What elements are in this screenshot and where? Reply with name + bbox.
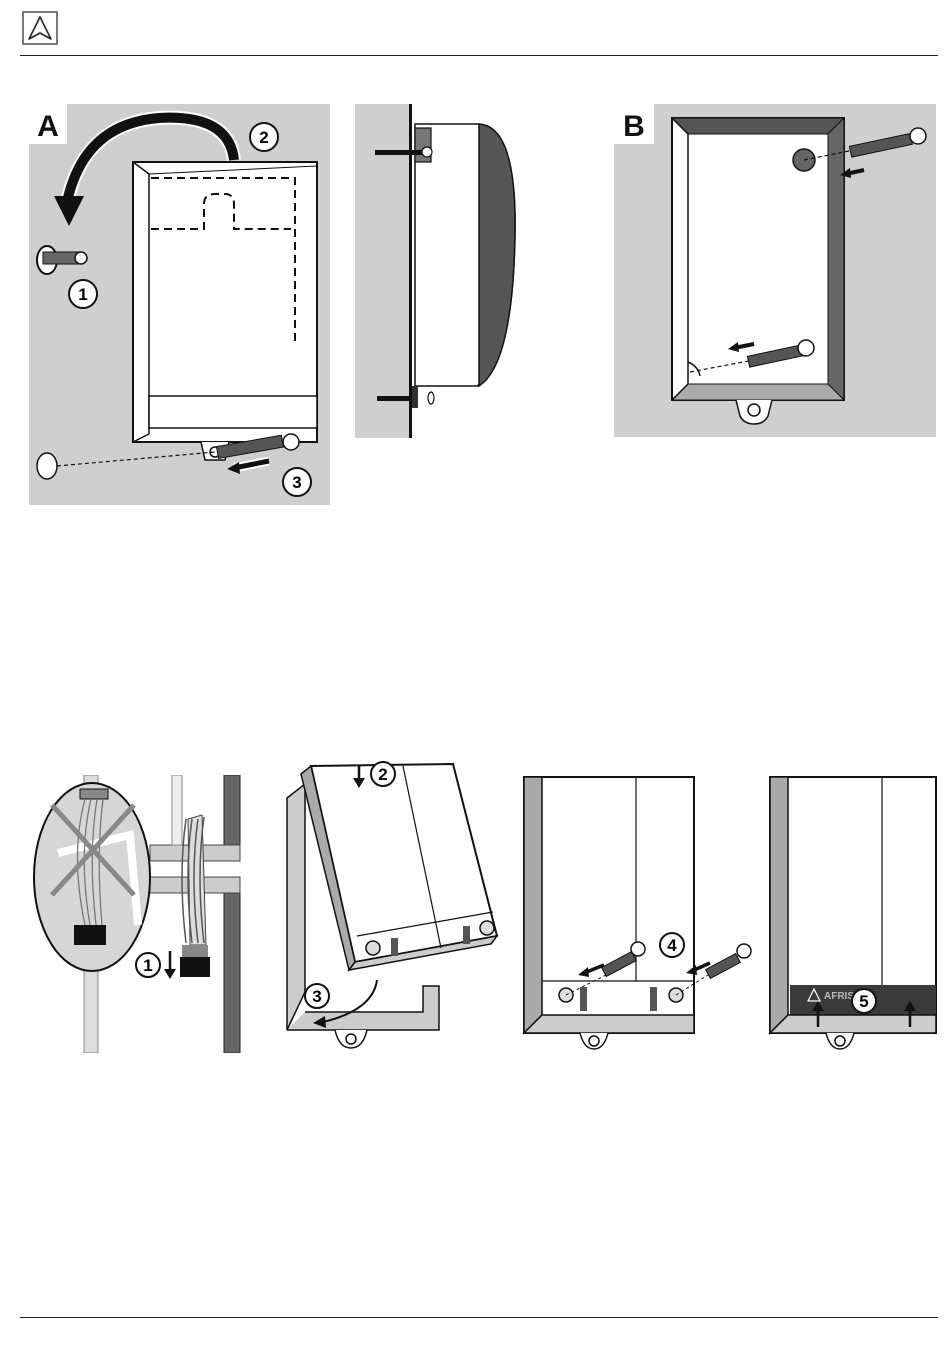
figure-a-step-1: 1 [78, 285, 87, 304]
figure-side-view [355, 104, 523, 438]
figure-c-ribbon-cable: 1 [30, 775, 242, 1053]
figure-b-screw-holes: B [614, 104, 936, 437]
figure-a-step-2: 2 [259, 128, 268, 147]
figure-d-step-2: 2 [378, 765, 387, 784]
header-rule [20, 55, 938, 56]
figure-f-step-5: 5 [859, 992, 868, 1011]
figure-a-wall-mounting: A 2 1 3 [29, 104, 330, 505]
figure-d-step-3: 3 [312, 987, 321, 1006]
figure-e-fasten-screws: 4 [522, 775, 762, 1060]
figure-e-step-4: 4 [667, 936, 677, 955]
figure-d-attach-cover: 2 3 [283, 760, 513, 1060]
figure-c-step-1: 1 [143, 956, 152, 975]
afriso-logo-icon [22, 11, 58, 45]
footer-rule [20, 1317, 938, 1318]
figure-a-step-3: 3 [292, 473, 301, 492]
figure-a-label: A [37, 110, 59, 143]
figure-f-front-cover: AFRISO 5 [768, 775, 938, 1060]
figure-b-label: B [623, 110, 645, 143]
